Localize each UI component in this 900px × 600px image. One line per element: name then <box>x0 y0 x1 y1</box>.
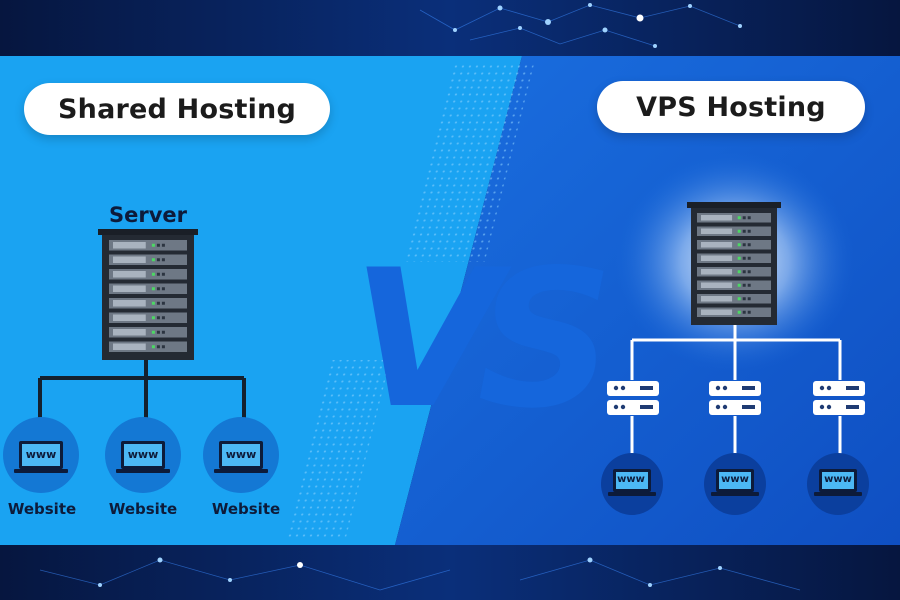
versus-text: VS <box>352 229 604 450</box>
vps-website-node-1 <box>601 453 663 515</box>
rack-unit <box>109 240 187 251</box>
virtual-server-3 <box>813 381 865 415</box>
rack-unit <box>109 283 187 294</box>
dot-pattern-bottom <box>285 360 391 540</box>
vps-hosting-title: VPS Hosting <box>597 81 865 133</box>
shared-hosting-title: Shared Hosting <box>24 83 330 135</box>
rack-unit <box>697 267 771 277</box>
website-label: Website <box>7 500 77 518</box>
rack-unit <box>109 341 187 352</box>
rack-unit <box>697 213 771 223</box>
rack-unit <box>109 254 187 265</box>
screen-text: www <box>721 474 749 485</box>
screen-text: www <box>225 448 257 461</box>
website-node-3 <box>203 417 279 493</box>
website-node-1 <box>3 417 79 493</box>
vps-network-tree <box>630 325 842 456</box>
shared-network-tree <box>38 360 246 420</box>
virtual-server-1 <box>607 381 659 415</box>
screen-text: www <box>824 474 852 485</box>
rack-unit <box>697 253 771 263</box>
rack-unit <box>697 307 771 317</box>
website-label: Website <box>211 500 281 518</box>
rack-unit <box>109 312 187 323</box>
rack-unit <box>697 226 771 236</box>
screen-text: www <box>617 474 645 485</box>
server-label: Server <box>108 203 187 227</box>
vps-website-node-3 <box>807 453 869 515</box>
website-label: Website <box>108 500 178 518</box>
screen-text: www <box>127 448 159 461</box>
virtual-server-2 <box>709 381 761 415</box>
rack-unit <box>697 294 771 304</box>
rack-unit <box>697 240 771 250</box>
rack-unit <box>109 269 187 280</box>
vps-website-node-2 <box>704 453 766 515</box>
rack-unit <box>109 298 187 309</box>
screen-text: www <box>25 448 57 461</box>
vps-server-rack <box>687 202 781 325</box>
dot-pattern-top <box>404 62 535 262</box>
rack-unit <box>697 280 771 290</box>
website-node-2 <box>105 417 181 493</box>
rack-unit <box>109 327 187 338</box>
shared-server-rack <box>98 229 198 360</box>
